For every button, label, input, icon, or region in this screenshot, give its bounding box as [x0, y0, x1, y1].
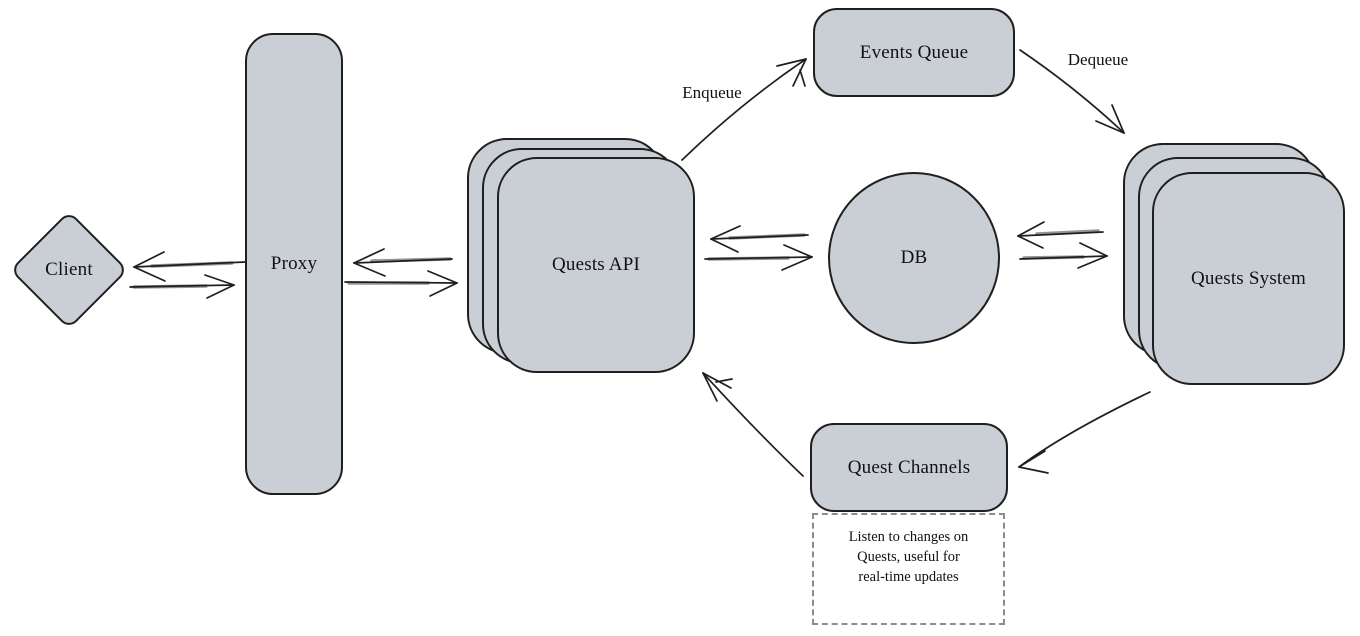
- node-quests-api: Quests API: [467, 138, 695, 373]
- edge-enqueue: [681, 58, 807, 161]
- note-line-3: real-time updates: [858, 569, 959, 585]
- note-box: Listen to changes on Quests, useful for …: [812, 513, 1005, 625]
- node-db: DB: [828, 172, 1000, 344]
- node-events-queue: Events Queue: [813, 8, 1015, 97]
- node-quests-api-label: Quests API: [551, 254, 641, 275]
- node-db-label: DB: [900, 247, 928, 268]
- edge-api-to-db: [704, 244, 813, 271]
- node-quest-channels: Quest Channels: [810, 423, 1008, 512]
- node-quest-channels-label: Quest Channels: [847, 456, 971, 478]
- node-quests-system: Quests System: [1123, 143, 1345, 385]
- edge-proxy-to-api: [344, 270, 458, 297]
- edge-proxy-to-client: [133, 251, 246, 282]
- node-proxy: Proxy: [245, 33, 343, 495]
- edge-label-enqueue: Enqueue: [682, 83, 742, 102]
- edge-channels-to-api: [702, 372, 804, 477]
- edge-client-to-proxy: [129, 274, 235, 299]
- quests-system-card-front: Quests System: [1152, 172, 1345, 385]
- note-line-2: Quests, useful for: [857, 549, 960, 565]
- edge-system-to-db: [1017, 221, 1104, 249]
- node-proxy-label: Proxy: [270, 253, 318, 274]
- edge-db-to-system: [1019, 242, 1108, 269]
- node-quests-system-label: Quests System: [1190, 267, 1307, 289]
- edge-db-to-api: [710, 225, 809, 253]
- node-events-queue-label: Events Queue: [859, 41, 969, 63]
- quests-api-card-front: Quests API: [497, 157, 695, 373]
- edge-api-to-proxy: [353, 248, 453, 277]
- node-client-label: Client: [45, 259, 93, 280]
- note-line-1: Listen to changes on: [848, 529, 969, 545]
- edge-label-dequeue: Dequeue: [1067, 50, 1129, 69]
- edge-system-to-channels: [1018, 391, 1151, 474]
